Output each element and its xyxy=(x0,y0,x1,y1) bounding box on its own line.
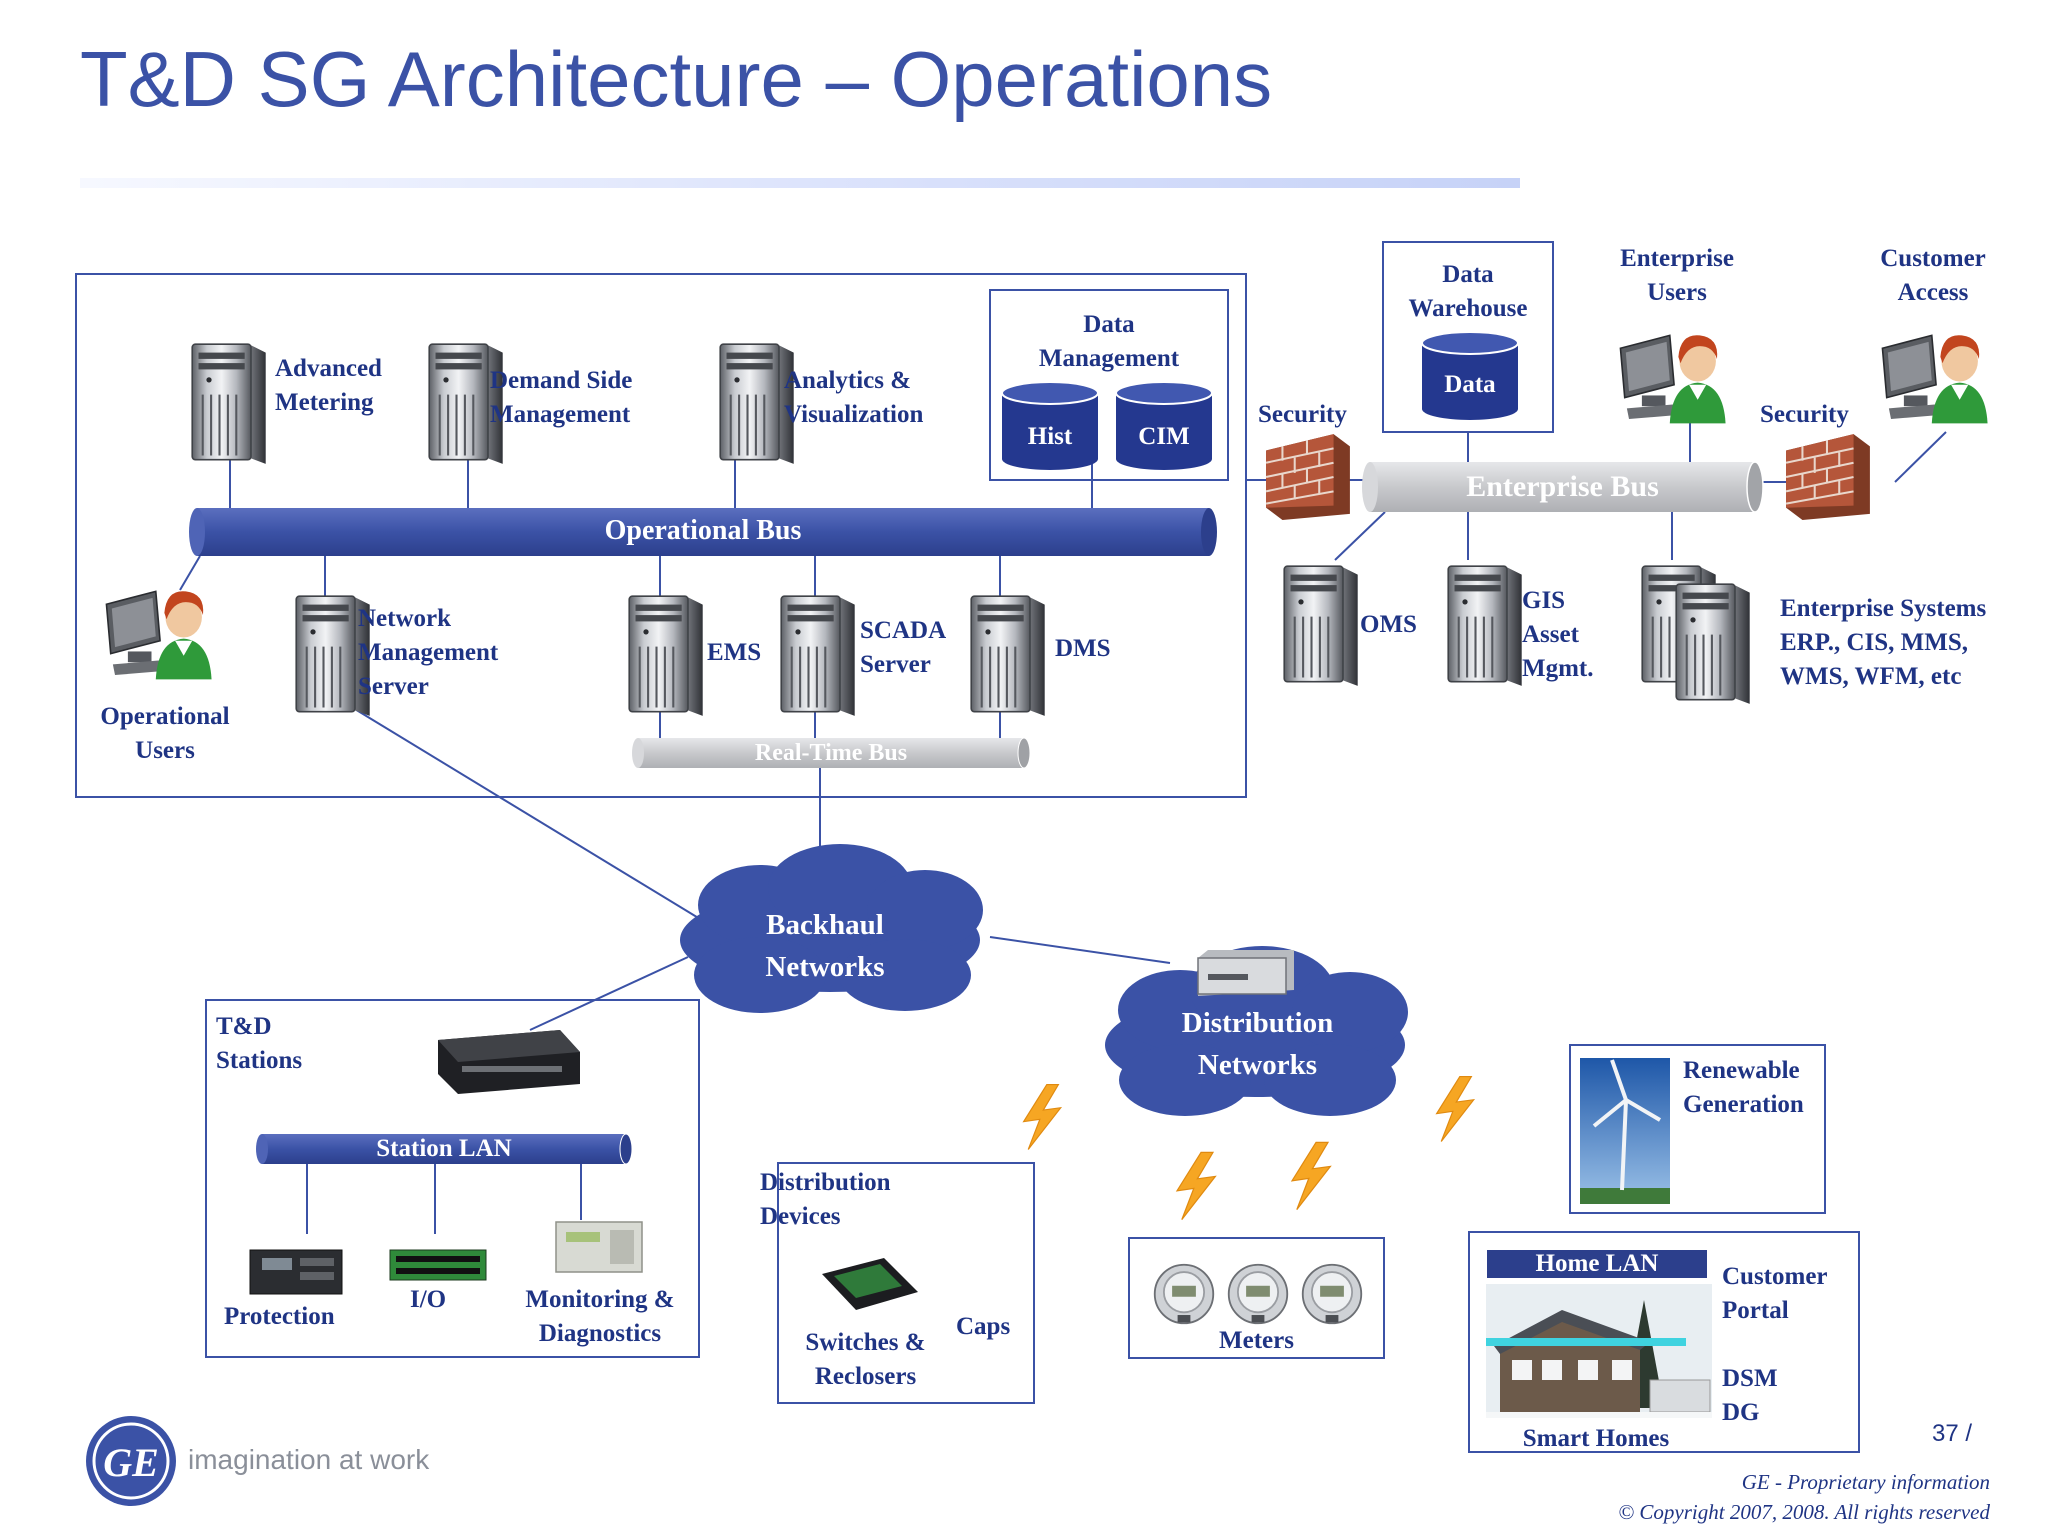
ge-logo: GE xyxy=(86,1416,176,1506)
page-number: 37 / xyxy=(1932,1420,1973,1447)
customer-access-label: Customer Access xyxy=(1880,245,1986,306)
data-db-label: Data xyxy=(1444,371,1496,398)
operational-bus-label: Operational Bus xyxy=(604,515,802,546)
page-title: T&D SG Architecture – Operations xyxy=(80,35,1273,123)
enterprise-bus-label: Enterprise Bus xyxy=(1466,470,1659,503)
smart-homes-label: Smart Homes xyxy=(1522,1425,1670,1452)
scada-label: SCADA Server xyxy=(860,617,947,678)
tagline: imagination at work xyxy=(188,1444,430,1475)
enterprise-bus xyxy=(1362,461,1764,513)
demand-side-label: Demand Side Management xyxy=(490,367,633,428)
customer-portal-label: Customer Portal xyxy=(1722,1263,1828,1324)
smart-homes-box xyxy=(1468,1231,1860,1453)
advanced-metering-server-icon xyxy=(191,343,267,465)
realtime-bus xyxy=(632,737,1031,769)
renewable-box xyxy=(1569,1044,1826,1214)
data-warehouse-label: Data Warehouse xyxy=(1408,261,1528,322)
advanced-metering-label: Advanced Metering xyxy=(275,355,382,416)
caps-label: Caps xyxy=(956,1313,1011,1340)
gis-server-icon xyxy=(1447,565,1523,687)
lightning-bolt-1-icon xyxy=(1023,1083,1062,1151)
meter-3-icon xyxy=(1301,1263,1363,1325)
meters-box xyxy=(1128,1237,1385,1359)
station-rack-device-icon xyxy=(438,1030,580,1094)
td-stations-label: T&D Stations xyxy=(216,1013,303,1074)
oms-server-icon xyxy=(1283,565,1359,687)
proprietary-notice: GE - Proprietary information xyxy=(1741,1470,1990,1494)
house-icon xyxy=(1486,1284,1712,1418)
lightning-bolt-4-icon xyxy=(1436,1075,1475,1143)
station-lan-bus xyxy=(256,1133,633,1165)
backhaul-networks-label: Backhaul Networks xyxy=(765,909,885,983)
operations-box xyxy=(75,273,1247,798)
protection-device-icon xyxy=(249,1249,343,1295)
io-label: I/O xyxy=(410,1286,447,1313)
switches-reclosers-label: Switches & Reclosers xyxy=(805,1329,926,1390)
hist-db-label: Hist xyxy=(1027,423,1073,450)
ems-server-icon xyxy=(628,595,704,717)
enterprise-systems-server2-icon xyxy=(1675,583,1751,705)
wind-turbine-icon xyxy=(1580,1058,1670,1204)
network-management-label: Network Management Server xyxy=(358,605,499,700)
td-stations-box xyxy=(205,999,700,1358)
meters-label: Meters xyxy=(1219,1327,1294,1354)
data-management-label: Data Management xyxy=(1038,311,1180,372)
home-lan-label: Home LAN xyxy=(1535,1250,1659,1277)
meter-2-icon xyxy=(1227,1263,1289,1325)
home-lan-bar xyxy=(1487,1250,1707,1278)
monitoring-label: Monitoring & Diagnostics xyxy=(525,1286,675,1347)
lightning-bolt-3-icon xyxy=(1291,1141,1332,1211)
distribution-networks-label: Distribution Networks xyxy=(1181,1007,1334,1081)
gis-label: GIS Asset Mgmt. xyxy=(1522,587,1594,682)
title-rule xyxy=(80,178,1520,188)
analytics-label: Analytics & Visualization xyxy=(784,367,924,428)
security-firewall-right-icon xyxy=(1785,433,1871,522)
svg-text:GE: GE xyxy=(103,1440,159,1485)
dsm-dg-label: DSM DG xyxy=(1722,1365,1778,1426)
monitoring-device-icon xyxy=(555,1221,643,1273)
ems-label: EMS xyxy=(707,639,762,666)
meter-1-icon xyxy=(1153,1263,1215,1325)
oms-label: OMS xyxy=(1360,611,1417,638)
cim-db-label: CIM xyxy=(1138,423,1190,450)
analytics-server-icon xyxy=(719,343,795,465)
backhaul-cloud-icon xyxy=(680,844,983,1013)
realtime-bus-label: Real-Time Bus xyxy=(754,740,908,766)
dms-server-icon xyxy=(970,595,1046,717)
customer-user-icon xyxy=(1881,334,1989,425)
station-lan-label: Station LAN xyxy=(376,1135,512,1162)
protection-label: Protection xyxy=(224,1303,335,1330)
operational-users-label: Operational Users xyxy=(100,703,230,764)
copyright-notice: © Copyright 2007, 2008. All rights reser… xyxy=(1618,1500,1990,1524)
dms-label: DMS xyxy=(1055,635,1111,662)
enterprise-user-icon xyxy=(1619,334,1727,425)
io-device-icon xyxy=(389,1249,487,1281)
renewable-label: Renewable Generation xyxy=(1683,1057,1804,1118)
switches-reclosers-device-icon xyxy=(822,1258,918,1310)
data-management-box xyxy=(989,289,1229,481)
enterprise-users-label: Enterprise Users xyxy=(1620,245,1734,306)
distribution-network-device-icon xyxy=(1197,950,1294,996)
security-right-label: Security xyxy=(1760,401,1849,428)
distribution-devices-label: Distribution Devices xyxy=(760,1169,891,1230)
security-firewall-left-icon xyxy=(1265,433,1351,522)
lightning-bolt-2-icon xyxy=(1176,1151,1217,1221)
operational-user-icon xyxy=(105,590,213,681)
scada-server-icon xyxy=(780,595,856,717)
distribution-devices-box xyxy=(777,1162,1035,1404)
enterprise-systems-label: Enterprise Systems ERP., CIS, MMS, WMS, … xyxy=(1780,595,1987,690)
security-left-label: Security xyxy=(1258,401,1347,428)
operational-bus xyxy=(189,508,1217,556)
